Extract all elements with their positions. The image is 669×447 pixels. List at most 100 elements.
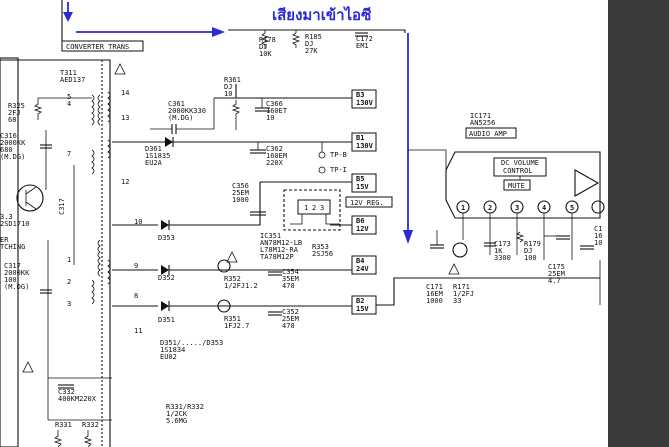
c366-label: C366 (266, 100, 283, 108)
ic-pin5: 5 (570, 204, 574, 212)
c352-value2: 470 (282, 322, 295, 330)
ic351-label: IC351 (260, 232, 281, 240)
ic-pin3: 3 (515, 204, 519, 212)
r178-symbol (260, 30, 270, 48)
r171-label: R171 (453, 283, 470, 291)
tr-value: 2SD1710 (0, 220, 30, 228)
t-pin2: 2 (67, 278, 71, 286)
b5-rail-box: B5 15V (351, 173, 377, 193)
left-frame-edge (0, 57, 19, 447)
t311-part: AED137 (60, 76, 85, 84)
r352-label: R352 (224, 275, 241, 283)
transformer-windings (91, 91, 111, 305)
r171-value: 1/2FJ (453, 290, 474, 298)
t311-frame (0, 59, 111, 447)
c332-value: 400KM220X (58, 395, 97, 403)
c316-value: 2000KK (0, 139, 26, 147)
c173-label: C173 (494, 240, 511, 248)
r352-value: 1/2FJ1.2 (224, 282, 258, 290)
audio-input-wire (228, 29, 406, 33)
ic351-regulator-outline (283, 189, 341, 231)
r178-value: DJ (259, 43, 267, 51)
dc-volume-label: DC VOLUME (501, 159, 539, 167)
b4-rail-voltage: 24V (356, 265, 369, 273)
reg-pin1: 1 (304, 204, 308, 212)
c361-out-wire (176, 98, 215, 130)
tp-i-point (318, 166, 326, 174)
mute-label: MUTE (508, 182, 525, 190)
c172-value: EM1 (356, 42, 369, 50)
c317-vertical-label: C317 (58, 198, 66, 215)
r331-symbol (53, 430, 63, 447)
warning-icon-t311 (114, 63, 126, 75)
t-pin11: 11 (134, 327, 142, 335)
d361-value2: EU2A (145, 159, 163, 167)
c354-value: 35EM (282, 275, 299, 283)
t-pin5: 5 (67, 93, 71, 101)
tr-label: 3.3 (0, 213, 13, 221)
b5-rail-label: B5 (356, 175, 364, 183)
r351-value: 1FJ2.7 (224, 322, 249, 330)
power-supply-schematic: เสียงมาเข้าไอซี CONVERTER TRANS R178 DJ … (0, 0, 605, 447)
r325-value: 2FJ (8, 109, 21, 117)
t-pin13: 13 (121, 114, 129, 122)
t-pin12: 12 (121, 178, 129, 186)
c361-value2: (M.DG) (168, 114, 193, 122)
warning-icon-left (22, 361, 34, 373)
r331-r332-value2: 5.6MG (166, 417, 187, 425)
r179-value2: 100 (524, 254, 537, 262)
r185-label: R185 (305, 33, 322, 41)
r361-value: DJ (224, 83, 232, 91)
r331-label: R331 (55, 421, 72, 429)
c317-label: C317 (4, 262, 21, 270)
c17x-value: 16 (594, 232, 602, 240)
c354-value2: 470 (282, 282, 295, 290)
amp-triangle (574, 169, 600, 197)
d361-symbol (165, 137, 173, 147)
converter-label-box (61, 40, 144, 52)
d353-out-wire (169, 182, 261, 226)
c362-label: C362 (266, 145, 283, 153)
b3-rail-voltage: 130V (356, 99, 374, 107)
r185-value: DJ (305, 40, 313, 48)
c175-value: 25EM (548, 270, 565, 278)
amp-input-wire (408, 149, 447, 170)
r361-symbol (231, 100, 241, 130)
c317-value2: 100 (4, 276, 17, 284)
c171-value: 16EM (426, 290, 443, 298)
c171-value2: 1000 (426, 297, 443, 305)
c366-value2: 10 (266, 114, 274, 122)
b2-rail-voltage: 15V (356, 305, 369, 313)
tp-b-point (318, 151, 326, 159)
ic-pin1: 1 (461, 204, 465, 212)
warning-icon-ic351 (226, 251, 238, 263)
r171-value2: 33 (453, 297, 461, 305)
audio-amp-label-box (465, 127, 517, 139)
c361-label: C361 (168, 100, 185, 108)
r361-label: R361 (224, 76, 241, 84)
r361-value2: 10 (224, 90, 232, 98)
ic351-value3: TA78M12P (260, 253, 294, 261)
tching-label: TCHING (0, 243, 25, 251)
b6-rail-box: B6 12V (351, 215, 377, 235)
r353-value: 2SJ56 (312, 250, 333, 258)
b1-rail-box: B1 130V (351, 132, 377, 152)
t-pin14: 14 (121, 89, 129, 97)
reg-wire-a (290, 214, 303, 225)
c316-value3: (M.DG) (0, 153, 25, 161)
t-pin10: 10 (134, 218, 142, 226)
er-label: ER (0, 236, 9, 244)
t-pin9: 9 (134, 262, 138, 270)
ic351-regulator-body (297, 199, 331, 215)
t-pin8: 8 (134, 292, 138, 300)
c362-value2: 220X (266, 159, 284, 167)
r331-r332-value: 1/2CK (166, 410, 188, 418)
ic-pin4: 4 (542, 204, 546, 212)
d351-label: D351 (158, 316, 175, 324)
c17x-label: C1 (594, 225, 602, 233)
c354-label: C354 (282, 268, 299, 276)
c356-label: C356 (232, 182, 249, 190)
c352-value: 25EM (282, 315, 299, 323)
d353-label: D353 (158, 234, 175, 242)
